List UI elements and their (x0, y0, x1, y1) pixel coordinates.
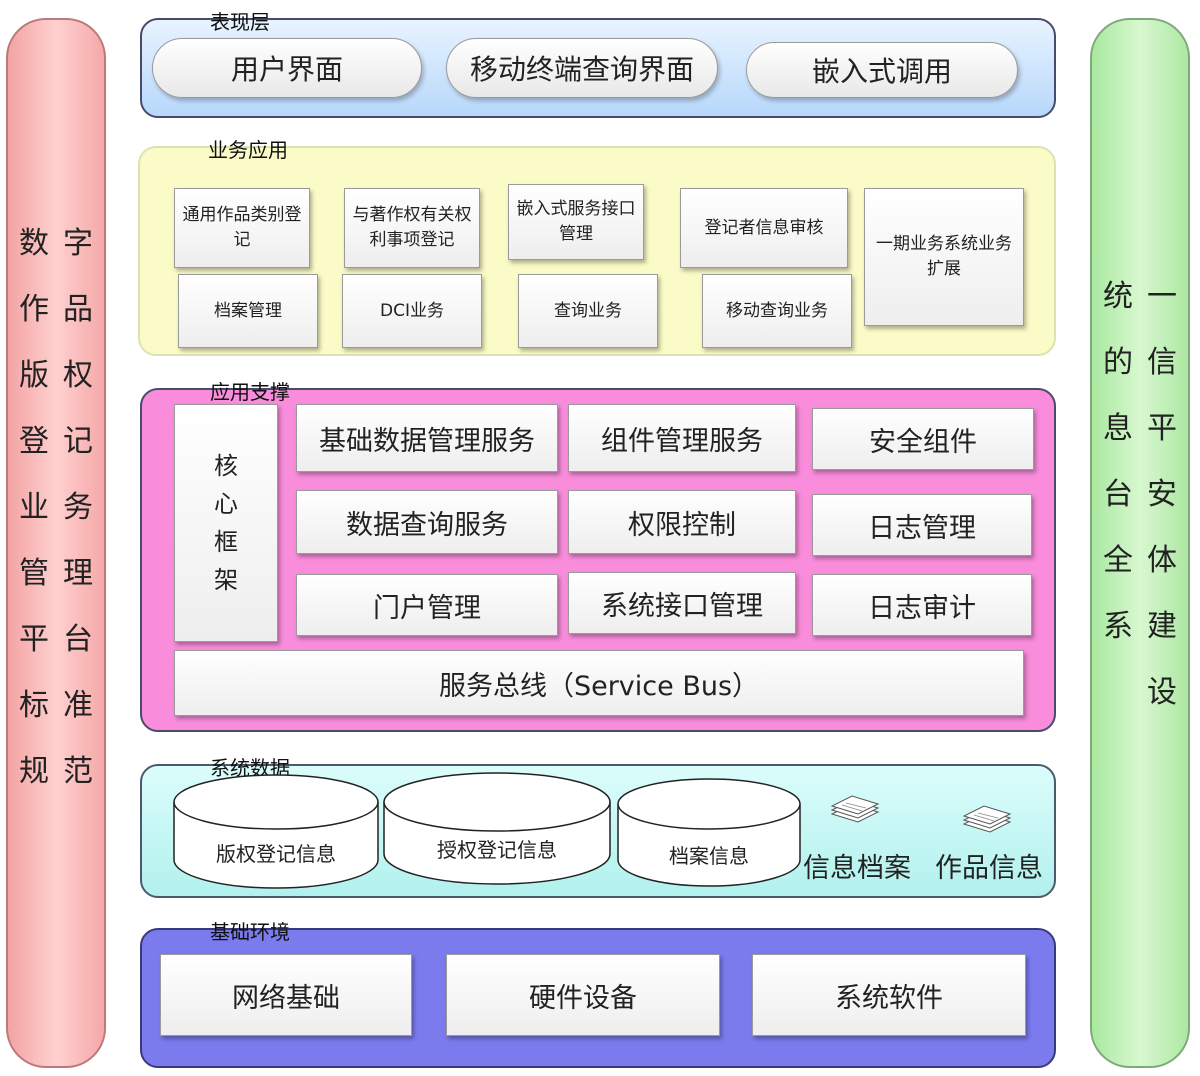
data-query-service-box: 数据查询服务 (296, 490, 558, 554)
left-char: 台 (63, 622, 93, 657)
copyright-registration-db-icon (173, 774, 379, 889)
left-pillar-col-1: 数 作 版 登 业 管 平 标 规 (17, 211, 51, 805)
copyright-registration-db-label: 版权登记信息 (216, 842, 336, 866)
general-work-registration-box: 通用作品类别登记 (174, 188, 310, 268)
infra-layer-title: 基础环境 (210, 920, 290, 944)
network-infrastructure-box: 网络基础 (160, 954, 412, 1036)
right-pillar-col-2: 一 信 平 安 体 建 设 (1145, 264, 1179, 726)
embedded-service-interface-box: 嵌入式服务接口管理 (508, 184, 644, 260)
hardware-equipment-box: 硬件设备 (446, 954, 720, 1036)
right-char: 体 (1147, 543, 1177, 578)
left-char: 范 (63, 754, 93, 789)
left-char: 数 (19, 226, 49, 261)
copyright-related-rights-registration-box: 与著作权有关权利事项登记 (344, 188, 480, 268)
presentation-layer-title: 表现层 (210, 10, 270, 34)
authorization-registration-db-label: 授权登记信息 (437, 838, 557, 862)
left-pillar-col-2: 字 品 权 记 务 理 台 准 范 (61, 211, 95, 805)
basic-data-management-service-box: 基础数据管理服务 (296, 404, 558, 472)
left-char: 登 (19, 424, 49, 459)
right-char: 统 (1103, 279, 1133, 314)
right-char: 平 (1147, 411, 1177, 446)
system-interface-management-box: 系统接口管理 (568, 572, 796, 634)
right-char: 台 (1103, 477, 1133, 512)
right-char: 的 (1103, 345, 1133, 380)
right-char: 息 (1103, 411, 1133, 446)
application-support-layer: 应用支撑 核心框架 基础数据管理服务 组件管理服务 安全组件 数据查询服务 权限… (140, 380, 1056, 732)
portal-management-box: 门户管理 (296, 574, 558, 636)
left-char: 版 (19, 358, 49, 393)
archive-info-db-label: 档案信息 (669, 844, 749, 868)
left-char: 理 (63, 556, 93, 591)
document-stack-icon (962, 805, 1012, 833)
right-pillar-security: 统 的 息 台 全 系 一 信 平 安 体 建 设 (1090, 18, 1190, 1068)
right-char: 信 (1147, 345, 1177, 380)
permission-control-box: 权限控制 (568, 490, 796, 554)
right-char: 建 (1147, 609, 1177, 644)
mobile-query-business-box: 移动查询业务 (702, 274, 852, 348)
left-char: 规 (19, 754, 49, 789)
support-layer-title: 应用支撑 (210, 380, 290, 404)
left-char: 管 (19, 556, 49, 591)
query-business-box: 查询业务 (518, 274, 658, 348)
left-char: 品 (63, 292, 93, 327)
embedded-call-node: 嵌入式调用 (746, 42, 1018, 98)
left-char: 作 (19, 292, 49, 327)
log-management-box: 日志管理 (812, 494, 1032, 556)
system-software-box: 系统软件 (752, 954, 1026, 1036)
security-component-box: 安全组件 (812, 408, 1034, 470)
archive-info-db-icon (617, 778, 801, 887)
log-audit-box: 日志审计 (812, 574, 1032, 636)
right-char: 安 (1147, 477, 1177, 512)
info-archive-label: 信息档案 (803, 853, 911, 884)
left-char: 业 (19, 490, 49, 525)
business-layer: 业务应用 通用作品类别登记 与著作权有关权利事项登记 嵌入式服务接口管理 登记者… (138, 138, 1056, 356)
right-char: 一 (1147, 279, 1177, 314)
left-char: 标 (19, 688, 49, 723)
phase-one-business-extension-box: 一期业务系统业务扩展 (864, 188, 1024, 326)
mobile-query-interface-node: 移动终端查询界面 (446, 38, 718, 98)
work-info-label: 作品信息 (935, 853, 1043, 884)
left-char: 权 (63, 358, 93, 393)
archive-management-box: 档案管理 (178, 274, 318, 348)
left-pillar-standards: 数 作 版 登 业 管 平 标 规 字 品 权 记 务 理 台 准 范 (6, 18, 106, 1068)
left-char: 字 (63, 226, 93, 261)
user-interface-node: 用户界面 (152, 38, 422, 98)
left-char: 务 (63, 490, 93, 525)
left-char: 记 (63, 424, 93, 459)
dci-business-box: DCI业务 (342, 274, 482, 348)
right-pillar-col-1: 统 的 息 台 全 系 (1101, 264, 1135, 660)
left-char: 准 (63, 688, 93, 723)
component-management-service-box: 组件管理服务 (568, 404, 796, 472)
service-bus-box: 服务总线（Service Bus） (174, 650, 1024, 716)
authorization-registration-db-icon (383, 772, 611, 885)
presentation-layer: 表现层 用户界面 移动终端查询界面 嵌入式调用 (140, 10, 1056, 118)
business-layer-title: 业务应用 (208, 138, 288, 162)
right-char: 设 (1147, 675, 1177, 710)
registrant-info-review-box: 登记者信息审核 (680, 188, 848, 268)
right-char: 系 (1103, 609, 1133, 644)
right-char: 全 (1103, 543, 1133, 578)
left-char: 平 (19, 622, 49, 657)
system-data-layer: 系统数据 版权登记信息 授权登记信息 档案信息 信息档案 作品信息 (140, 756, 1056, 898)
infrastructure-layer: 基础环境 网络基础 硬件设备 系统软件 (140, 920, 1056, 1068)
document-stack-icon (830, 795, 880, 823)
core-framework-box: 核心框架 (174, 404, 278, 642)
